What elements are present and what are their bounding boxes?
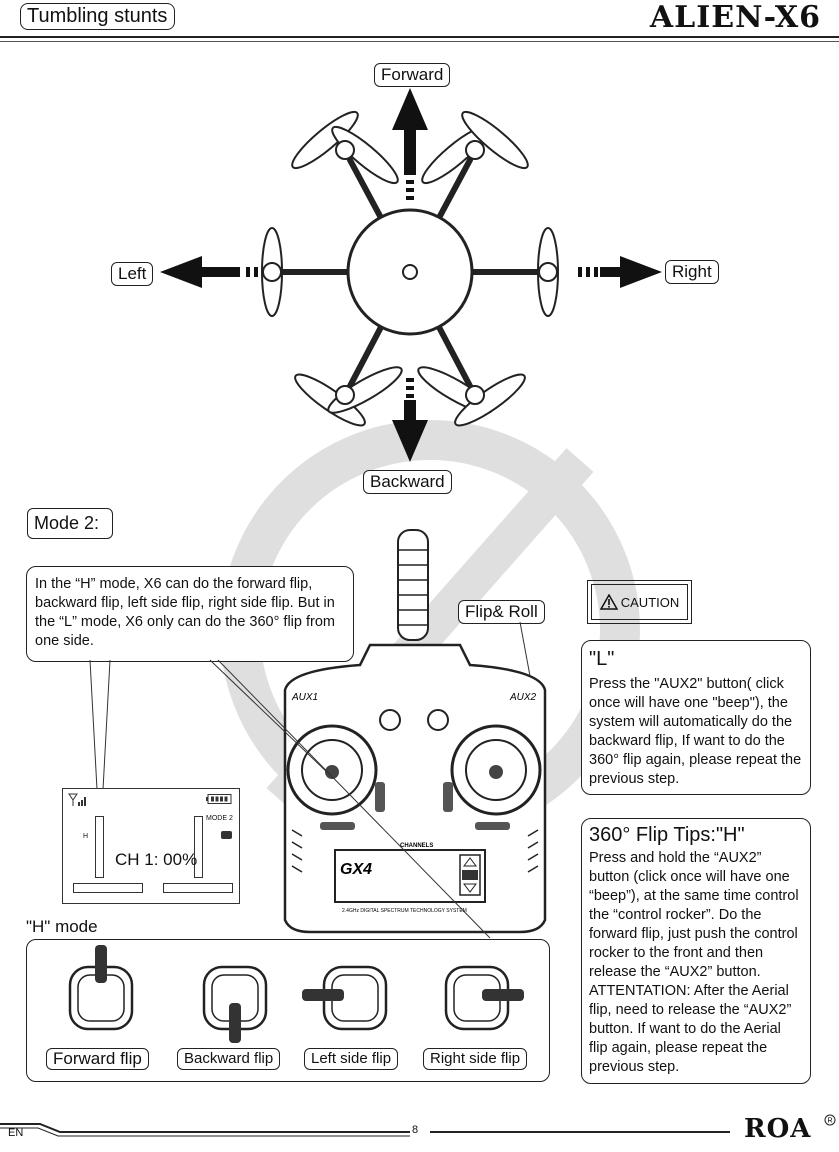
caution-sign: CAUTION: [587, 580, 692, 624]
svg-text:R: R: [828, 1118, 833, 1125]
h-mode-box: 360° Flip Tips:"H" Press and hold the “A…: [581, 818, 811, 1084]
page-number: 8: [412, 1124, 419, 1136]
backward-flip-label: Backward flip: [177, 1048, 281, 1070]
l-mode-box: "L" Press the "AUX2" button( click once …: [581, 640, 811, 795]
lcd-rudder-bar: [73, 883, 143, 893]
l-mode-text: Press the "AUX2" button( click once will…: [589, 676, 802, 787]
right-side-flip-label: Right side flip: [423, 1048, 528, 1070]
flip-roll-label: Flip& Roll: [458, 600, 545, 624]
hexacopter-diagram: [160, 88, 662, 462]
left-label: Left: [111, 262, 154, 286]
spec-label: 2.4GHz DIGITAL SPECTRUM TECHNOLOGY SYSTE…: [342, 908, 467, 914]
mode-label: Mode 2:: [27, 508, 113, 539]
forward-arrow: [392, 88, 428, 200]
lcd-channel-readout: CH 1: 00%: [115, 850, 198, 869]
aux1-label: AUX1: [291, 692, 318, 703]
gx4-logo: GX4: [340, 861, 372, 878]
transmitter-drawing: AUX1 AUX2 CHANNELS GX4 2.4GHz DIGITAL SP…: [283, 529, 547, 934]
registered-icon: R: [824, 1114, 836, 1126]
footer-rule: [0, 1123, 730, 1137]
l-mode-title: "L": [589, 648, 615, 670]
battery-icon: [206, 794, 232, 804]
lcd-mode: MODE 2: [206, 815, 233, 822]
lcd-panel: MODE 2 H CH 1: 00%: [62, 788, 240, 904]
h-mode-title: 360° Flip Tips:"H": [589, 824, 745, 846]
forward-flip-label: Forward flip: [46, 1048, 149, 1070]
footer-language: EN: [8, 1127, 24, 1139]
aux2-label: AUX2: [509, 692, 537, 703]
caution-label: CAUTION: [620, 594, 680, 610]
footer-brand-logo: ROA: [744, 1114, 812, 1144]
backward-label: Backward: [363, 470, 452, 494]
warning-icon: [599, 594, 618, 610]
h-mode-label: "H" mode: [26, 917, 98, 936]
signal-icon: [68, 793, 86, 806]
section-title: Tumbling stunts: [20, 3, 175, 30]
lcd-aileron-bar: [163, 883, 233, 893]
right-label: Right: [665, 260, 719, 284]
lcd-elevator-bar: [194, 816, 203, 878]
channels-label: CHANNELS: [400, 843, 433, 849]
lcd-mode-badge: [221, 831, 232, 839]
header-divider: [0, 36, 839, 38]
flip-sticks: [68, 945, 524, 1043]
h-mode-text: Press and hold the “AUX2” button (click …: [589, 850, 799, 1075]
left-side-flip-label: Left side flip: [304, 1048, 399, 1070]
header-divider-thin: [0, 41, 839, 42]
right-arrow: [578, 256, 662, 288]
backward-arrow: [392, 378, 428, 462]
lcd-h-marker: H: [83, 833, 89, 840]
lcd-throttle-bar: [95, 816, 104, 878]
brand-logo: ALIEN-X6: [649, 0, 821, 35]
forward-label: Forward: [374, 63, 451, 87]
modes-note: In the “H” mode, X6 can do the forward f…: [26, 566, 354, 662]
